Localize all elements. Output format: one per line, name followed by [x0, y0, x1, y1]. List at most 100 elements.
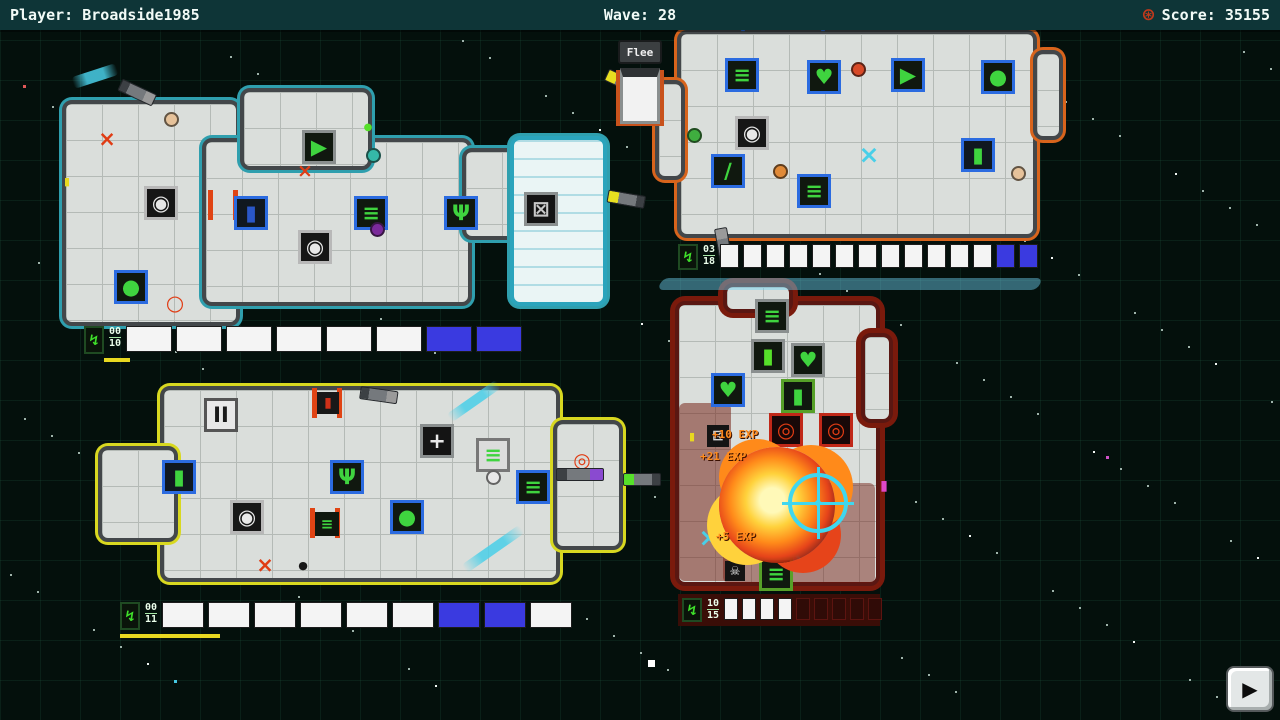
- battery-module[interactable]: ▮: [751, 339, 785, 373]
- power-bolt-icon: ↯: [120, 602, 140, 630]
- power-current: 00: [109, 326, 122, 338]
- specimen-screen-module[interactable]: ●: [114, 270, 148, 304]
- red-target-module[interactable]: ◎: [769, 413, 803, 447]
- fan-red-icon[interactable]: ×: [297, 159, 313, 182]
- mine-icon[interactable]: ●: [298, 558, 308, 572]
- star: [1216, 696, 1218, 698]
- console-module[interactable]: ▮: [234, 196, 268, 230]
- red-target-module[interactable]: ◎: [819, 413, 853, 447]
- camera-module[interactable]: ◉: [144, 186, 178, 220]
- specimen-screen-module[interactable]: ●: [981, 60, 1015, 94]
- airlock-module[interactable]: ⊠: [524, 192, 558, 226]
- star: [23, 85, 26, 88]
- crew-member[interactable]: [370, 222, 385, 237]
- crew-member[interactable]: [1011, 166, 1026, 181]
- star: [1037, 413, 1039, 415]
- screen-module[interactable]: ≡: [725, 58, 759, 92]
- power-segment: [392, 602, 435, 628]
- heart-module[interactable]: ♥: [807, 60, 841, 94]
- cargo-pod-icon[interactable]: ▮: [880, 478, 888, 494]
- fan-cyan-icon[interactable]: ×: [858, 139, 880, 169]
- airlock-module[interactable]: ⊠: [707, 425, 729, 447]
- screen-module[interactable]: ∕: [711, 154, 745, 188]
- lamp-green-icon[interactable]: ●: [363, 122, 373, 133]
- power-segment: [346, 602, 389, 628]
- medical-module[interactable]: +: [420, 424, 454, 458]
- pause-module[interactable]: II: [204, 398, 238, 432]
- flee-button[interactable]: Flee: [618, 40, 662, 64]
- power-segment: [300, 602, 343, 628]
- star: [1052, 590, 1054, 592]
- screen-module[interactable]: ≡: [315, 512, 339, 536]
- fan-red-icon[interactable]: ×: [256, 552, 274, 577]
- exp-popup: +10 EXP: [712, 428, 759, 441]
- star: [175, 351, 177, 353]
- specimen-screen-module[interactable]: ●: [390, 500, 424, 534]
- hazard-mark-icon[interactable]: ▮: [63, 174, 71, 188]
- arrow-screen-module[interactable]: ▶: [891, 58, 925, 92]
- star: [626, 146, 628, 148]
- fan-red-icon[interactable]: ×: [98, 126, 116, 151]
- red-ring-icon[interactable]: ○: [165, 290, 185, 315]
- crew-member[interactable]: [486, 470, 501, 485]
- star: [846, 290, 848, 292]
- turret[interactable]: [556, 468, 604, 481]
- camera-module[interactable]: ◉: [230, 500, 264, 534]
- clamp-brackets[interactable]: [312, 388, 342, 418]
- star: [1243, 51, 1245, 53]
- power-segment: [973, 244, 993, 268]
- arrow-screen-module[interactable]: ▶: [302, 130, 336, 164]
- skull-module[interactable]: ☠: [725, 561, 745, 581]
- cabinet-module[interactable]: ≡: [476, 438, 510, 472]
- star: [1133, 641, 1135, 643]
- hazard-mark-icon[interactable]: ▮: [688, 429, 696, 443]
- red-target-icon[interactable]: ◎: [573, 448, 591, 472]
- star: [668, 340, 670, 342]
- screen-module[interactable]: ≡: [516, 470, 550, 504]
- star: [640, 652, 642, 654]
- power-bolt-icon: ↯: [84, 326, 104, 354]
- star: [38, 262, 40, 264]
- play-icon: ▶: [1242, 677, 1258, 701]
- star: [434, 352, 436, 354]
- escape-pod[interactable]: [620, 68, 660, 124]
- crew-member[interactable]: [164, 112, 179, 127]
- crew-member[interactable]: [366, 148, 381, 163]
- score-label: Score: 35155: [1161, 6, 1270, 24]
- console-module[interactable]: ▮: [162, 460, 196, 494]
- xp-underline: [120, 634, 220, 638]
- console-module[interactable]: ▮: [781, 379, 815, 413]
- crew-member[interactable]: [773, 164, 788, 179]
- power-segment: [868, 598, 883, 620]
- crew-member[interactable]: [851, 62, 866, 77]
- turret[interactable]: [623, 473, 661, 486]
- heart-module[interactable]: ♥: [711, 373, 745, 407]
- star: [51, 435, 53, 437]
- heart-module[interactable]: ♥: [791, 343, 825, 377]
- star: [1010, 396, 1012, 398]
- power-segment: [226, 326, 273, 352]
- power-segment: [376, 326, 423, 352]
- exp-popup: +5 EXP: [716, 530, 756, 543]
- plug-module[interactable]: Ψ: [330, 460, 364, 494]
- alert-module[interactable]: ▮: [317, 392, 339, 414]
- star: [202, 368, 204, 370]
- star: [942, 518, 944, 520]
- crew-member[interactable]: [687, 128, 702, 143]
- star: [1202, 190, 1204, 192]
- power-segments: [162, 602, 573, 628]
- plug-module[interactable]: Ψ: [444, 196, 478, 230]
- camera-module[interactable]: ◉: [298, 230, 332, 264]
- star: [435, 685, 437, 687]
- star: [52, 106, 54, 108]
- play-button[interactable]: ▶: [1226, 666, 1274, 712]
- score-icon: ⊛: [1141, 5, 1156, 25]
- console-module[interactable]: ▮: [961, 138, 995, 172]
- screen-module[interactable]: ≡: [755, 299, 789, 333]
- screen-module[interactable]: ≡: [797, 174, 831, 208]
- fan-cyan-icon[interactable]: ×: [698, 522, 720, 552]
- star: [1161, 329, 1163, 331]
- power-segment: [724, 598, 739, 620]
- camera-module[interactable]: ◉: [735, 116, 769, 150]
